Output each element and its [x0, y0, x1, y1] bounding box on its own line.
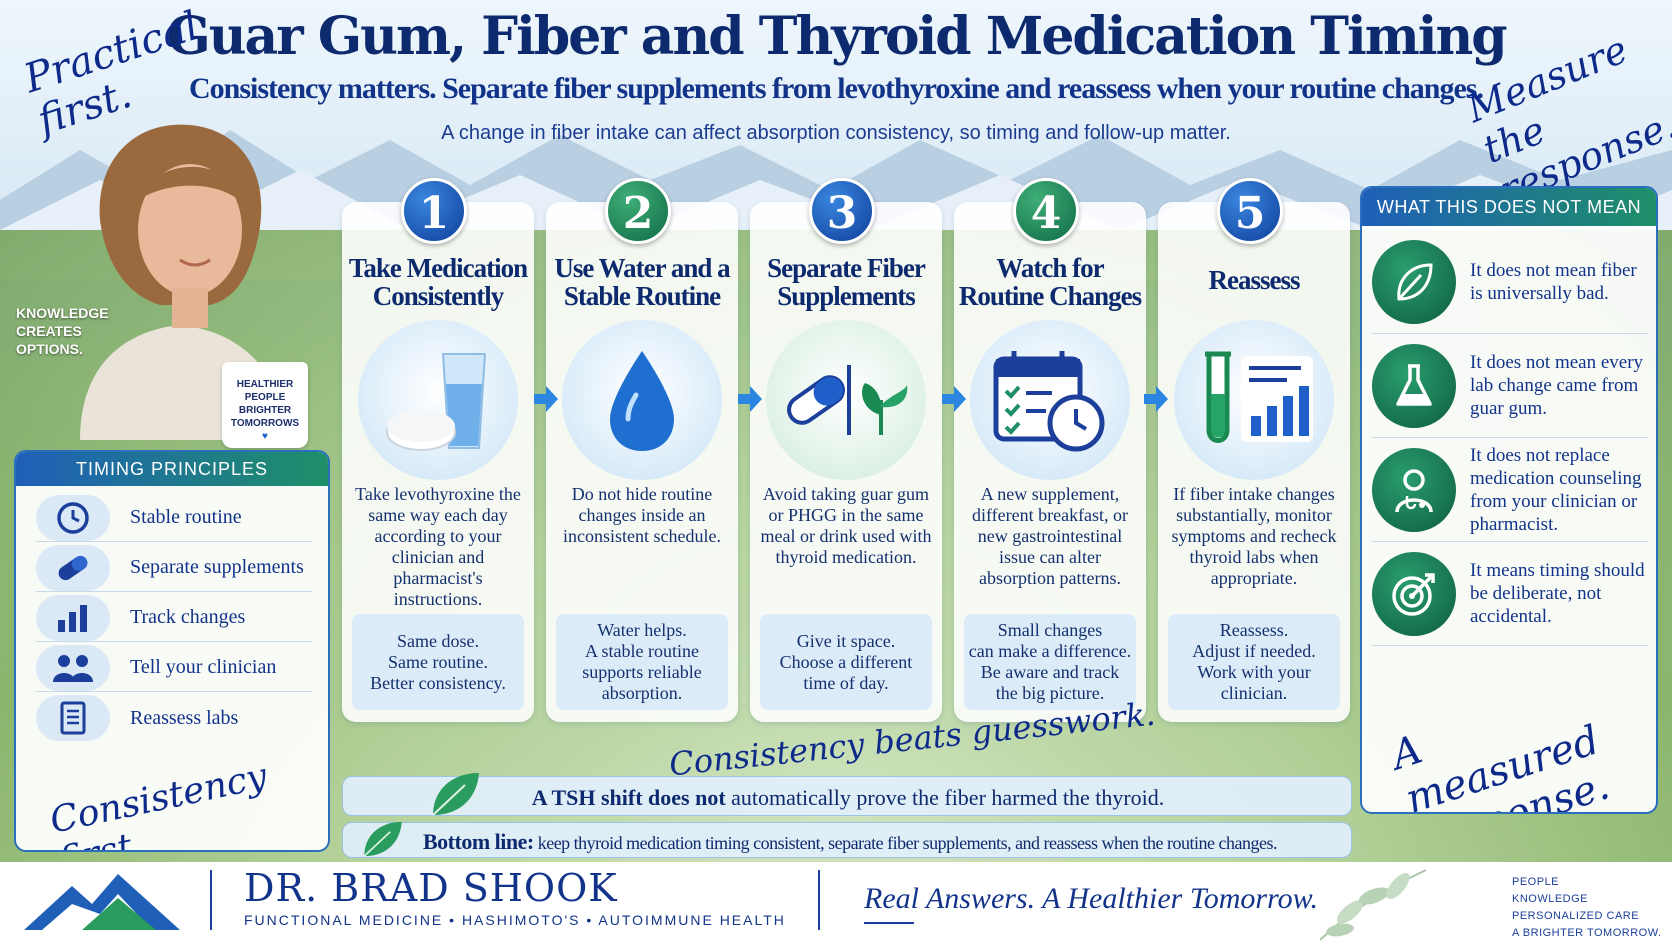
- leaf-icon: [432, 773, 479, 816]
- does-not-mean-item: It does not replace medication counselin…: [1372, 438, 1648, 542]
- footer-divider: [210, 870, 212, 930]
- clock-icon: [36, 494, 110, 541]
- step-number-1: 1: [401, 178, 467, 244]
- does-not-mean-item: It does not mean every lab change came f…: [1372, 334, 1648, 438]
- bottom-line-callout: Bottom line: keep thyroid medication tim…: [342, 821, 1352, 858]
- does-not-mean-panel: WHAT THIS DOES NOT MEAN It does not mean…: [1360, 186, 1658, 814]
- principle-item: Tell your clinician: [36, 644, 312, 692]
- capsule-and-leaf-icon: [766, 320, 926, 480]
- step-body: Avoid taking guar gum or PHGG in the sam…: [760, 484, 932, 567]
- step-foot: Reassess.Adjust if needed.Work with your…: [1168, 614, 1340, 710]
- brand-name: DR. BRAD SHOOK: [244, 866, 618, 910]
- step-number-4: 4: [1013, 178, 1079, 244]
- footer-divider: [818, 870, 820, 930]
- step-card-1: Take Medication Consistently Take levoth…: [342, 202, 534, 722]
- step-title: Use Water and a Stable Routine: [554, 253, 730, 311]
- tagline-underline: [864, 922, 914, 924]
- step-number-2: 2: [605, 178, 671, 244]
- tagline: Real Answers. A Healthier Tomorrow.: [864, 882, 1318, 915]
- mountain-logo-icon: [24, 874, 180, 930]
- leaf-icon: [1372, 239, 1456, 324]
- principle-item: Stable routine: [36, 494, 312, 542]
- brand-specialties: FUNCTIONAL MEDICINE • HASHIMOTO'S • AUTO…: [244, 912, 786, 928]
- step-body: If fiber intake changes substantially, m…: [1171, 484, 1337, 588]
- step-body: Take levothyroxine the same way each day…: [355, 484, 521, 609]
- script-consistency-first: Consistency first.: [46, 755, 271, 850]
- arrow-right-icon: [1144, 386, 1168, 412]
- timing-principles-panel: TIMING PRINCIPLES Stable routine Separat…: [14, 450, 330, 852]
- timing-principles-heading: TIMING PRINCIPLES: [16, 452, 328, 486]
- page-subtitle: Consistency matters. Separate fiber supp…: [189, 72, 1484, 105]
- intro-text: A change in fiber intake can affect abso…: [441, 122, 1231, 144]
- arrow-right-icon: [534, 386, 558, 412]
- arrow-right-icon: [942, 386, 966, 412]
- step-number-5: 5: [1217, 178, 1283, 244]
- people-icon: [36, 644, 110, 691]
- step-card-3: Separate Fiber Supplements Avoid taking …: [750, 202, 942, 722]
- does-not-mean-item: It does not mean fiber is universally ba…: [1372, 230, 1648, 334]
- step-card-5: Reassess If fiber intake changes substan…: [1158, 202, 1350, 722]
- principle-item: Separate supplements: [36, 544, 312, 592]
- flask-icon: [1372, 343, 1456, 428]
- step-card-4: Watch for Routine Changes A new suppleme…: [954, 202, 1146, 722]
- step-title: Watch for Routine Changes: [958, 253, 1142, 311]
- tsh-callout: A TSH shift does not automatically prove…: [342, 773, 1352, 816]
- principle-item: Track changes: [36, 594, 312, 642]
- pill-and-water-glass-icon: [358, 320, 518, 480]
- script-measured-response: A measured response.: [1386, 717, 1615, 814]
- page-title: Guar Gum, Fiber and Thyroid Medication T…: [166, 6, 1507, 67]
- bar-chart-icon: [36, 594, 110, 641]
- calendar-clock-icon: [970, 320, 1130, 480]
- doctor-icon: [1372, 447, 1456, 532]
- step-body: A new supplement, different breakfast, o…: [971, 484, 1129, 588]
- target-icon: [1372, 551, 1456, 636]
- test-tube-chart-icon: [1174, 320, 1334, 480]
- water-drop-icon: [562, 320, 722, 480]
- step-title: Take Medication Consistently: [348, 253, 528, 311]
- principle-item: Reassess labs: [36, 694, 312, 742]
- leaf-icon: [363, 821, 402, 857]
- step-body: Do not hide routine changes inside an in…: [563, 484, 721, 546]
- leaves-decoration-icon: [1319, 869, 1427, 941]
- document-icon: [36, 695, 110, 741]
- footer: DR. BRAD SHOOK FUNCTIONAL MEDICINE • HAS…: [0, 862, 1672, 941]
- step-foot: Same dose.Same routine.Better consistenc…: [352, 614, 524, 710]
- does-not-mean-heading: WHAT THIS DOES NOT MEAN: [1362, 188, 1656, 226]
- step-title: Reassess: [1208, 265, 1301, 295]
- heart-icon: ♥: [262, 431, 268, 442]
- capsule-icon: [36, 544, 110, 591]
- step-title: Separate Fiber Supplements: [767, 253, 926, 311]
- arrow-right-icon: [738, 386, 762, 412]
- does-not-mean-item: It means timing should be deliberate, no…: [1372, 542, 1648, 646]
- step-card-2: Use Water and a Stable Routine Do not hi…: [546, 202, 738, 722]
- step-number-3: 3: [809, 178, 875, 244]
